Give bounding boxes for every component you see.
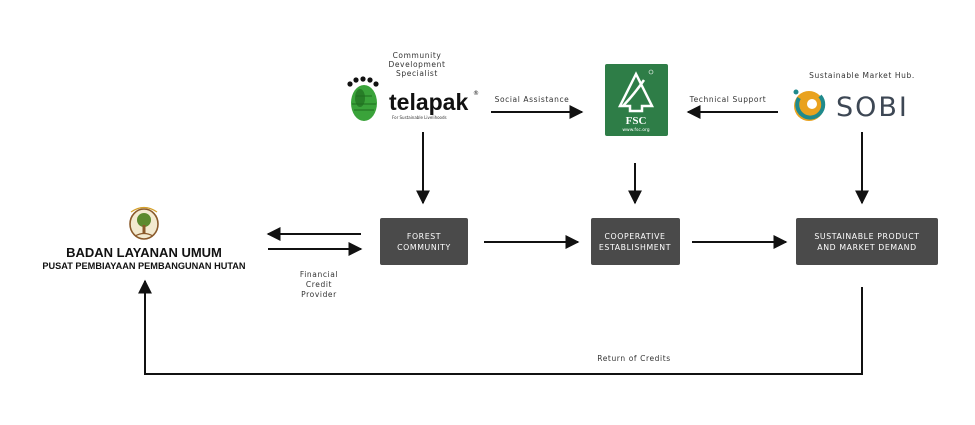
telapak-label-line-2: Development xyxy=(388,60,445,69)
blu-title: BADAN LAYANAN UMUM xyxy=(66,245,222,260)
financial-line-1: Financial xyxy=(300,270,338,279)
sobi-node: Sustainable Market Hub. SOBI xyxy=(793,71,915,123)
label-social-assistance: Social Assistance xyxy=(495,95,570,104)
fsc-logo-background xyxy=(605,64,668,136)
blu-emblem xyxy=(129,206,159,240)
telapak-foot-logo xyxy=(347,76,379,121)
label-technical-support: Technical Support xyxy=(689,95,767,104)
blu-node: BADAN LAYANAN UMUM PUSAT PEMBIAYAAN PEMB… xyxy=(42,206,246,271)
fsc-logo-word: FSC xyxy=(626,115,647,127)
label-return-of-credits: Return of Credits xyxy=(597,354,671,363)
fsc-tree-logo xyxy=(617,69,655,113)
telapak-logo-word: telapak xyxy=(389,89,468,115)
cooperative-line-2: ESTABLISHMENT xyxy=(599,243,671,252)
telapak-node: Community Development Specialist telapak… xyxy=(347,51,479,121)
sustainable-line-2: AND MARKET DEMAND xyxy=(817,243,916,252)
telapak-label-line-1: Community xyxy=(393,51,442,60)
sobi-logo-word: SOBI xyxy=(836,92,909,123)
blu-subtitle: PUSAT PEMBIAYAAN PEMBANGUNAN HUTAN xyxy=(42,261,246,271)
telapak-logo-tagline: For Sustainable Livelihoods xyxy=(392,115,447,120)
box-cooperative-establishment: COOPERATIVE ESTABLISHMENT xyxy=(591,218,680,265)
label-financial-credit-provider: Financial Credit Provider xyxy=(300,270,338,299)
box-forest-community: FOREST COMMUNITY xyxy=(380,218,468,265)
forest-line-1: FOREST xyxy=(407,232,441,241)
fsc-logo-url: www.fsc.org xyxy=(622,127,649,133)
sobi-swirl-logo xyxy=(793,89,826,121)
telapak-label-line-3: Specialist xyxy=(396,69,438,78)
arrow-return-of-credits xyxy=(138,279,863,375)
box-sustainable-product: SUSTAINABLE PRODUCT AND MARKET DEMAND xyxy=(796,218,938,265)
sobi-label: Sustainable Market Hub. xyxy=(809,71,915,80)
financial-line-2: Credit xyxy=(306,280,332,289)
cooperative-line-1: COOPERATIVE xyxy=(604,232,665,241)
arrows xyxy=(138,105,869,375)
financial-line-3: Provider xyxy=(301,290,337,299)
telapak-registered-mark: ® xyxy=(473,90,479,97)
fsc-node: FSC www.fsc.org xyxy=(605,64,668,136)
sustainable-line-1: SUSTAINABLE PRODUCT xyxy=(814,232,919,241)
forest-line-2: COMMUNITY xyxy=(397,243,451,252)
